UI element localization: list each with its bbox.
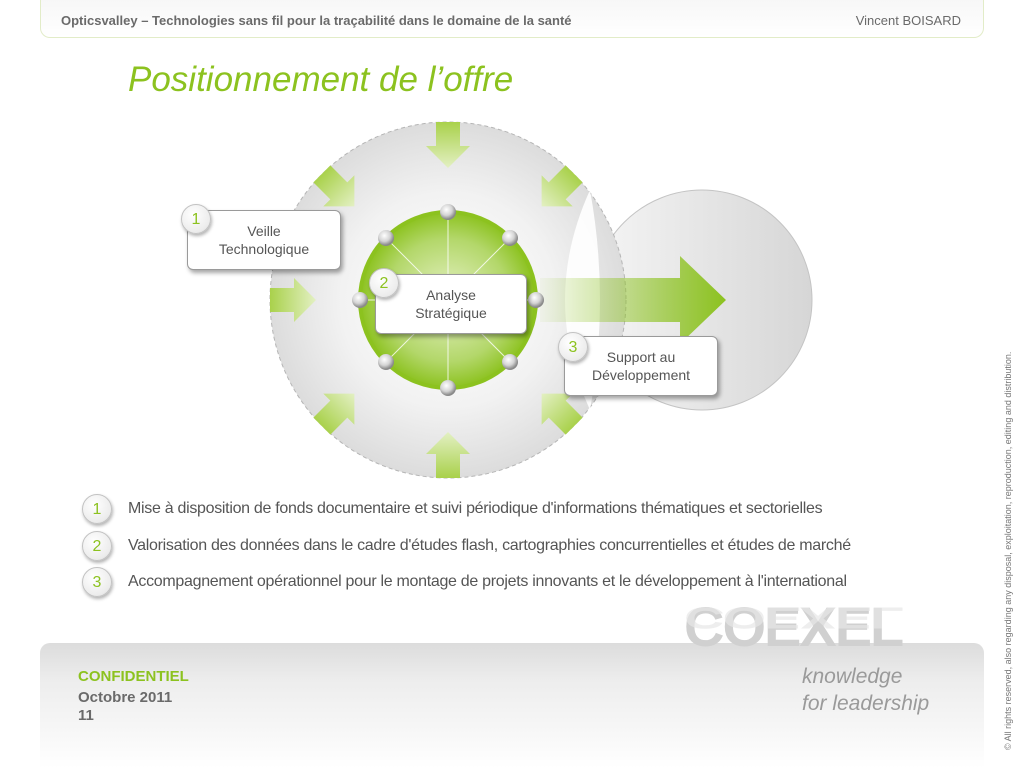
coexel-logo: COEXEL COEXEL	[684, 594, 904, 684]
slide-header: Opticsvalley – Technologies sans fil pou…	[40, 0, 984, 38]
list-item-text: Accompagnement opérationnel pour le mont…	[128, 573, 847, 590]
logo-wordmark: COEXEL	[684, 595, 904, 658]
list-number-badge: 1	[82, 494, 112, 524]
header-author: Vincent BOISARD	[855, 13, 961, 28]
callout-support-label: Support au Développement	[591, 349, 691, 383]
callout-support: Support au Développement	[564, 336, 718, 396]
step-1-badge: 1	[181, 204, 211, 234]
page-title: Positionnement de l’offre	[128, 60, 514, 99]
callout-analyse: Analyse Stratégique	[375, 274, 527, 334]
step-3-badge: 3	[558, 332, 588, 362]
confidential-label: CONFIDENTIEL	[78, 668, 189, 685]
page-number: 11	[78, 707, 94, 724]
header-title: Opticsvalley – Technologies sans fil pou…	[61, 13, 572, 28]
inward-arrows	[270, 122, 583, 478]
step-2-badge: 2	[369, 268, 399, 298]
copyright-notice: © All rights reserved, also regarding an…	[1003, 351, 1013, 750]
big-green-arrow	[540, 256, 726, 344]
logo-tagline: knowledge for leadership	[802, 665, 930, 715]
disc-knobs	[352, 204, 544, 396]
callout-veille: Veille Technologique	[187, 210, 341, 270]
list-number-badge: 3	[82, 567, 112, 597]
offer-diagram	[269, 121, 813, 479]
list-item-text: Mise à disposition de fonds documentaire…	[128, 500, 823, 517]
callout-analyse-label: Analyse Stratégique	[415, 287, 487, 321]
slide-footer: CONFIDENTIEL Octobre 2011 11	[40, 643, 984, 768]
callout-veille-label: Veille Technologique	[218, 223, 310, 257]
logo-reflection: COEXEL	[684, 600, 903, 636]
list-number-badge: 2	[82, 531, 112, 561]
list-item-text: Valorisation des données dans le cadre d…	[128, 537, 851, 554]
footer-date: Octobre 2011	[78, 689, 173, 706]
